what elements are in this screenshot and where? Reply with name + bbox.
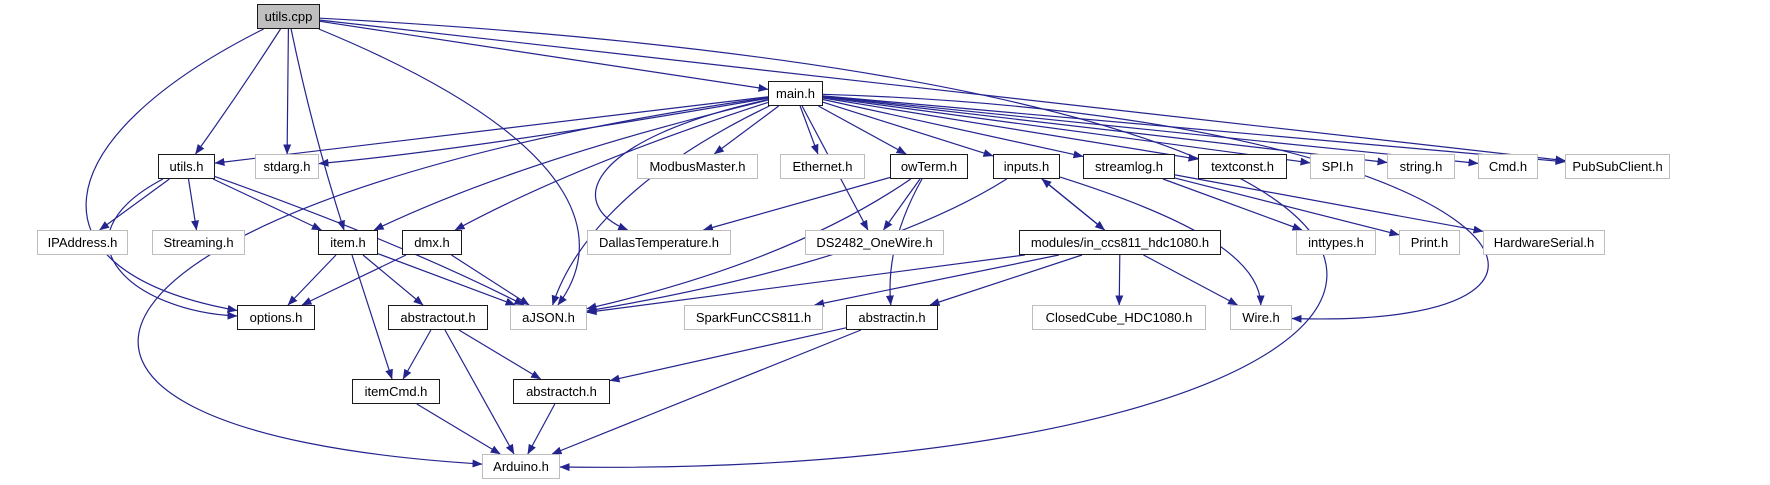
edge-streamlog-h-to-inttypes-h <box>1162 178 1303 231</box>
edge-utils-cpp-to-arduino-h <box>319 17 1328 472</box>
edge-main-h-to-ethernet-h <box>799 105 819 155</box>
edge-main-h-to-arduino-h <box>137 96 769 468</box>
edge-modules-in-ccs811-hdc1080-h-to-sparkfunccs811-h <box>814 254 1060 308</box>
node-closedcube-hdc1080-h: ClosedCube_HDC1080.h <box>1032 305 1206 330</box>
edge-main-h-to-wire-h <box>822 93 1489 323</box>
edge-utils-h-to-streaming-h <box>187 178 199 231</box>
node-hardwareserial-h: HardwareSerial.h <box>1483 230 1605 255</box>
edge-utils-cpp-to-stdarg-h <box>283 28 292 155</box>
edge-dmx-h-to-ajson-h <box>451 254 530 306</box>
edge-item-h-to-itemcmd-h <box>351 254 393 380</box>
node-sparkfunccs811-h: SparkFunCCS811.h <box>684 305 823 330</box>
node-inputs-h[interactable]: inputs.h <box>993 154 1060 179</box>
edge-utils-h-to-ipaddress-h <box>99 178 170 231</box>
edge-abstractout-h-to-arduino-h <box>444 329 515 455</box>
node-arduino-h: Arduino.h <box>482 454 560 479</box>
edge-main-h-to-dmx-h <box>454 101 769 231</box>
edge-streamlog-h-to-print-h <box>1174 177 1400 237</box>
edge-modules-in-ccs811-hdc1080-h-to-wire-h <box>1143 254 1238 306</box>
node-textconst-h[interactable]: textconst.h <box>1198 154 1287 179</box>
node-stdarg-h: stdarg.h <box>255 154 319 179</box>
edge-owterm-h-to-ajson-h <box>586 178 912 311</box>
node-wire-h: Wire.h <box>1230 305 1292 330</box>
node-ds2482-onewire-h: DS2482_OneWire.h <box>805 230 944 255</box>
edge-main-h-to-item-h <box>373 99 769 231</box>
node-item-h[interactable]: item.h <box>318 230 378 255</box>
edge-main-h-to-utils-h <box>214 96 769 166</box>
edge-item-h-to-ajson-h <box>377 253 516 306</box>
edge-utils-h-to-item-h <box>212 178 322 231</box>
edge-abstractin-h-to-arduino-h <box>551 329 862 455</box>
edge-itemcmd-h-to-arduino-h <box>416 403 501 455</box>
edge-item-h-to-options-h <box>287 254 337 306</box>
edge-item-h-to-abstractout-h <box>362 254 424 306</box>
edge-utils-cpp-to-options-h <box>85 28 264 313</box>
edge-owterm-h-to-ds2482-onewire-h <box>883 178 921 231</box>
node-dallastemperature-h: DallasTemperature.h <box>587 230 731 255</box>
node-modbusmaster-h: ModbusMaster.h <box>637 154 758 179</box>
node-modules-in-ccs811-hdc1080-h[interactable]: modules/in_ccs811_hdc1080.h <box>1019 230 1221 255</box>
edge-main-h-to-textconst-h <box>822 97 1199 162</box>
node-pubsubclient-h: PubSubClient.h <box>1565 154 1670 179</box>
edge-main-h-to-string-h <box>822 96 1388 166</box>
edge-main-h-to-modbusmaster-h <box>713 105 780 155</box>
edge-abstractin-h-to-abstractch-h <box>609 327 847 383</box>
edge-abstractch-h-to-arduino-h <box>527 403 556 455</box>
node-itemcmd-h[interactable]: itemCmd.h <box>352 379 440 404</box>
edge-main-h-to-owterm-h <box>818 105 907 155</box>
edge-main-h-to-inputs-h <box>822 101 994 157</box>
node-abstractin-h[interactable]: abstractin.h <box>846 305 938 330</box>
edge-main-h-to-pubsubclient-h <box>822 95 1566 165</box>
edge-dmx-h-to-options-h <box>301 254 407 306</box>
node-utils-h[interactable]: utils.h <box>158 154 215 179</box>
edge-abstractout-h-to-abstractch-h <box>458 329 542 380</box>
node-options-h[interactable]: options.h <box>237 305 315 330</box>
node-ethernet-h: Ethernet.h <box>780 154 865 179</box>
edge-main-h-to-cmd-h <box>822 95 1479 167</box>
node-main-h[interactable]: main.h <box>768 81 823 106</box>
node-streamlog-h[interactable]: streamlog.h <box>1083 154 1175 179</box>
edge-main-h-to-streamlog-h <box>822 98 1084 159</box>
edge-modules-in-ccs811-hdc1080-h-to-abstractin-h <box>929 254 1083 306</box>
node-dmx-h[interactable]: dmx.h <box>402 230 462 255</box>
edge-abstractout-h-to-itemcmd-h <box>402 329 432 380</box>
edge-utils-cpp-to-item-h <box>290 28 345 231</box>
edge-modules-in-ccs811-hdc1080-h-to-closedcube-hdc1080-h <box>1115 254 1124 306</box>
node-abstractout-h[interactable]: abstractout.h <box>388 305 488 330</box>
edge-main-h-to-spi-h <box>822 96 1311 166</box>
edge-utils-cpp-to-utils-h <box>195 28 282 155</box>
edge-streamlog-h-to-hardwareserial-h <box>1174 174 1484 234</box>
edge-utils-h-to-options-h <box>107 178 238 320</box>
node-spi-h: SPI.h <box>1310 154 1365 179</box>
edge-modules-in-ccs811-hdc1080-h-to-ajson-h <box>586 254 1025 316</box>
node-print-h: Print.h <box>1399 230 1460 255</box>
edge-owterm-h-to-dallastemperature-h <box>702 176 891 232</box>
edge-utils-cpp-to-pubsubclient-h <box>319 19 1566 164</box>
node-streaming-h: Streaming.h <box>152 230 245 255</box>
edge-utils-cpp-to-main-h <box>319 20 769 92</box>
node-inttypes-h: inttypes.h <box>1296 230 1376 255</box>
node-cmd-h: Cmd.h <box>1478 154 1538 179</box>
node-abstractch-h[interactable]: abstractch.h <box>513 379 610 404</box>
node-owterm-h[interactable]: owTerm.h <box>890 154 968 179</box>
node-ajson-h: aJSON.h <box>510 305 587 330</box>
edge-main-h-to-ajson-h <box>551 105 770 306</box>
node-utils-cpp: utils.cpp <box>257 4 320 29</box>
node-string-h: string.h <box>1387 154 1455 179</box>
edge-utils-h-to-ajson-h <box>214 176 525 306</box>
edge-utils-cpp-to-ajson-h <box>318 28 580 306</box>
edge-modules-in-ccs811-hdc1080-h-to-inputs-h <box>1041 178 1105 231</box>
node-ipaddress-h: IPAddress.h <box>37 230 128 255</box>
edge-main-h-to-stdarg-h <box>318 97 769 167</box>
